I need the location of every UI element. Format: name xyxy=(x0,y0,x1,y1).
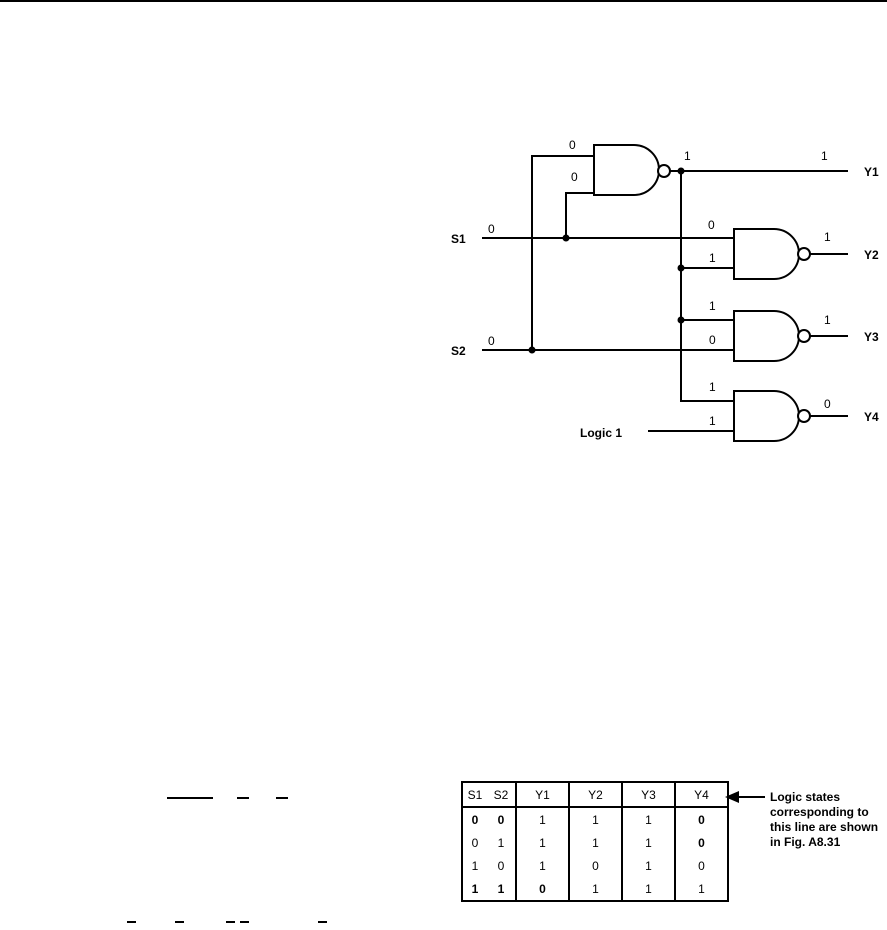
state-g2-in-bottom: 1 xyxy=(709,251,716,265)
cell: 1 xyxy=(471,858,479,873)
cell: 0 xyxy=(698,858,705,873)
cell: 1 xyxy=(487,877,517,901)
state-g1-in-top: 0 xyxy=(569,138,576,152)
truth-table: S1 S2 Y1 Y2 Y3 Y4 0 0 1 1 1 0 0 1 1 1 1 … xyxy=(461,781,729,902)
s2-label: S2 xyxy=(451,344,466,358)
cell: 1 xyxy=(569,807,623,831)
y1-label: Y1 xyxy=(864,165,879,179)
state-g1-out-node: 1 xyxy=(684,149,691,163)
overbar-fragment xyxy=(127,921,136,923)
y2-label: Y2 xyxy=(864,248,879,262)
cell: 0 xyxy=(471,835,479,850)
state-y2-out: 1 xyxy=(824,230,831,244)
header-s1: S1 xyxy=(462,782,487,808)
cell: 1 xyxy=(569,831,623,854)
header-y1: Y1 xyxy=(516,782,570,808)
truth-table-header: S1 S2 Y1 Y2 Y3 Y4 xyxy=(462,782,728,808)
state-g3-in-bottom: 0 xyxy=(709,333,716,347)
s1-label: S1 xyxy=(451,232,466,246)
cell: 0 xyxy=(569,854,623,877)
y3-label: Y3 xyxy=(864,330,879,344)
note-line: Logic states xyxy=(770,790,841,804)
cell: 0 xyxy=(698,835,705,850)
nand-gate-3 xyxy=(733,310,811,362)
overbar-fragment xyxy=(318,921,327,923)
cell: 0 xyxy=(487,854,517,877)
state-g4-in-bottom: 1 xyxy=(709,414,716,428)
table-row: 1 0 1 0 1 0 xyxy=(462,854,728,877)
state-s2-in: 0 xyxy=(488,334,495,348)
top-rule xyxy=(0,0,887,2)
cell: 1 xyxy=(622,854,676,877)
nand-gate-4 xyxy=(733,390,811,442)
note-line: corresponding to xyxy=(770,805,869,819)
cell: 0 xyxy=(471,812,479,827)
header-y3: Y3 xyxy=(622,782,676,808)
state-g3-in-top: 1 xyxy=(709,299,716,313)
nand-gate-1 xyxy=(593,144,671,196)
cell: 1 xyxy=(471,881,479,896)
state-g1-in-bottom: 0 xyxy=(571,170,578,184)
overbar-fragment xyxy=(276,797,288,799)
cell: 1 xyxy=(622,807,676,831)
logic-circuit-diagram: S1 S2 Logic 1 Y1 Y2 Y3 Y4 0 0 1 1 0 0 0 … xyxy=(451,138,879,442)
state-g4-in-top: 1 xyxy=(709,380,716,394)
table-row: 0 0 1 1 1 0 xyxy=(462,807,728,831)
y4-label: Y4 xyxy=(864,410,879,424)
header-s2: S2 xyxy=(487,782,517,808)
state-g2-in-top: 0 xyxy=(708,218,715,232)
state-y1-out: 1 xyxy=(821,149,828,163)
left-arrow-icon xyxy=(725,791,765,803)
wires xyxy=(482,155,848,432)
overbar-fragment xyxy=(226,921,235,923)
cell: 1 xyxy=(569,877,623,901)
cell: 1 xyxy=(622,877,676,901)
state-s1-in: 0 xyxy=(488,222,495,236)
table-row: 1 1 0 1 1 1 xyxy=(462,877,728,901)
cell: 1 xyxy=(516,831,570,854)
junction-dots xyxy=(528,167,685,354)
overbar-fragment xyxy=(237,797,249,799)
cell: 0 xyxy=(516,877,570,901)
state-y3-out: 1 xyxy=(824,313,831,327)
note-line: this line are shown xyxy=(770,820,879,834)
note-line: in Fig. A8.31 xyxy=(770,835,841,849)
cell: 1 xyxy=(516,807,570,831)
cell: 0 xyxy=(487,807,517,831)
nand-gate-2 xyxy=(733,228,811,280)
table-row: 0 1 1 1 1 0 xyxy=(462,831,728,854)
header-y4: Y4 xyxy=(675,782,728,808)
cell: 1 xyxy=(698,881,705,896)
cell: 1 xyxy=(516,854,570,877)
annotation-note: Logic states corresponding to this line … xyxy=(770,790,887,850)
overbar-fragment xyxy=(167,797,213,799)
cell: 1 xyxy=(487,831,517,854)
cell: 0 xyxy=(698,812,705,827)
logic1-label: Logic 1 xyxy=(580,426,622,440)
header-y2: Y2 xyxy=(569,782,623,808)
state-y4-out: 0 xyxy=(824,397,831,411)
overbar-fragment xyxy=(175,921,184,923)
cell: 1 xyxy=(622,831,676,854)
overbar-fragment xyxy=(240,921,249,923)
